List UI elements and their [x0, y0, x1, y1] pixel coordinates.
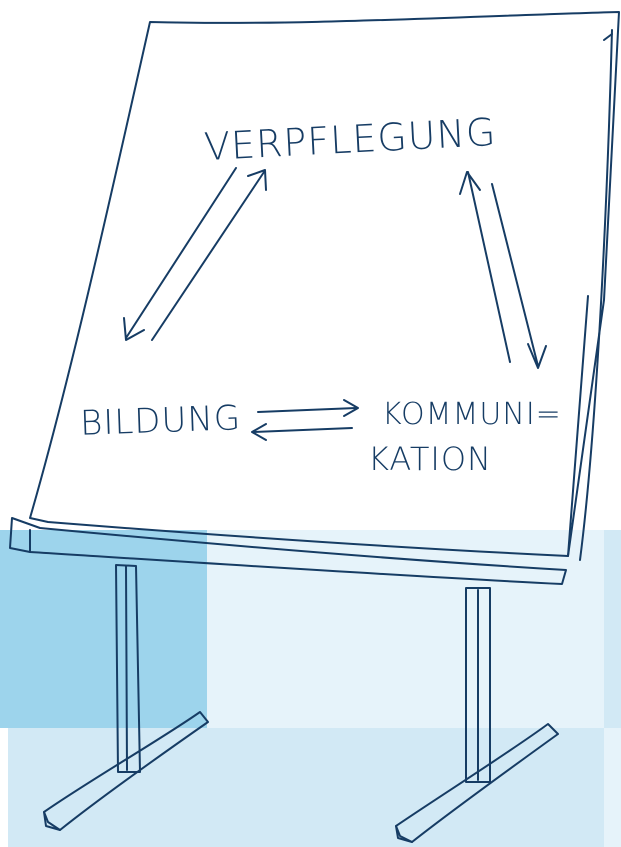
label-kommunikation-line1: KOMMUNI=: [382, 397, 562, 432]
bg-block-mid-lower: [8, 728, 604, 847]
paper-back-sheet: [580, 30, 612, 560]
flipchart-paper: [30, 12, 619, 556]
bg-block-right-strip: [604, 530, 621, 728]
arrow-verpflegung-bildung: [124, 168, 266, 340]
arrow-verpflegung-kommunikation: [460, 172, 546, 368]
background-blocks: [0, 530, 621, 847]
label-bildung: BILDUNG: [79, 398, 241, 444]
label-verpflegung: VERPFLEGUNG: [203, 110, 497, 169]
bg-block-dark: [0, 530, 207, 728]
label-kommunikation-line2: KATION: [368, 440, 492, 478]
arrow-bildung-kommunikation: [252, 400, 358, 440]
bg-block-light-right: [604, 728, 621, 847]
